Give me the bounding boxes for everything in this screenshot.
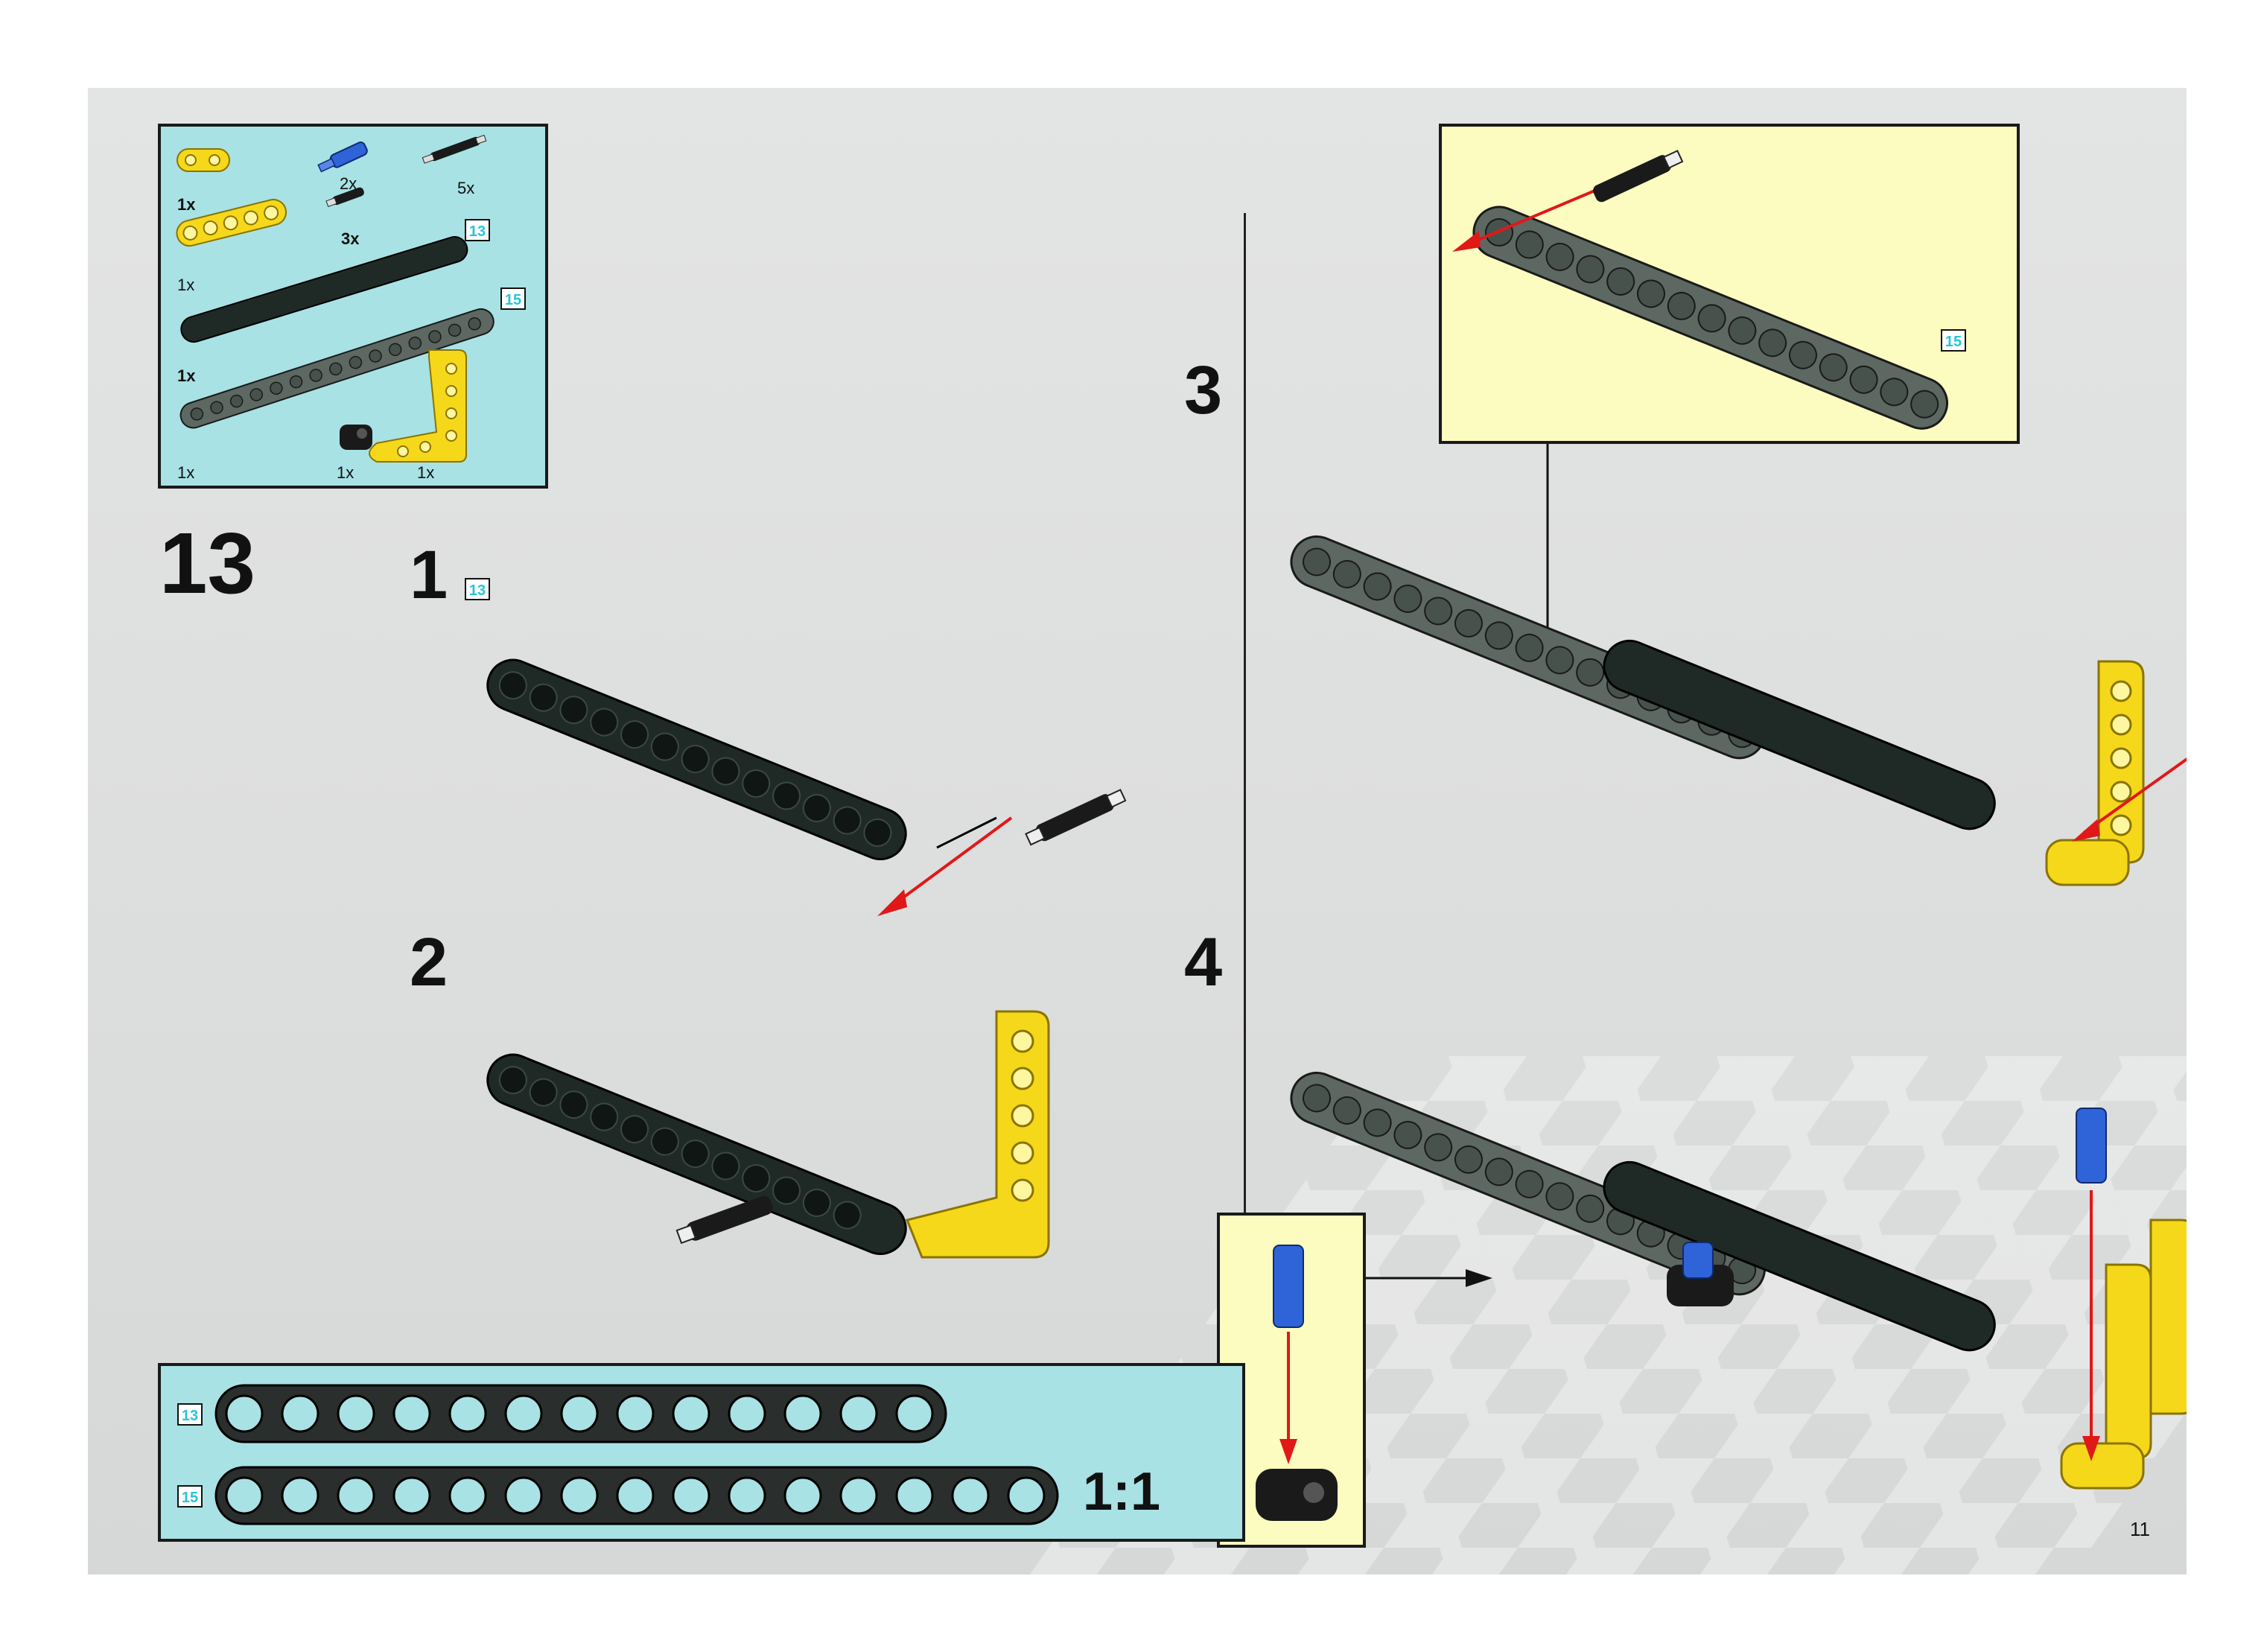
qty-yellow-beam-5: 1x — [177, 276, 194, 295]
instruction-page: 1x 2x 5x 3x 1x 1x 1x 1x 1x 13 15 13 1 13… — [88, 88, 2187, 1575]
yellow-connector-part — [177, 149, 229, 171]
qty-blue-axle-pin: 2x — [340, 174, 357, 194]
substep-1-illustration — [460, 594, 1205, 982]
substep-1-label: 1 — [410, 541, 448, 609]
qty-black-pin: 3x — [341, 229, 359, 249]
parts-list-panel: 1x 2x 5x 3x 1x 1x 1x 1x 1x 13 15 — [158, 124, 548, 489]
qty-black-cross-block: 1x — [337, 463, 354, 483]
blue-axle-pin-step-4 — [2076, 1108, 2106, 1183]
substep-4-callout-pointer — [1366, 1263, 1500, 1293]
blue-pin-on-block — [1683, 1242, 1713, 1278]
qty-black-long-pin: 5x — [457, 179, 474, 198]
black-long-pin-part — [422, 134, 487, 165]
callout-length-badge-15: 15 — [1941, 329, 1966, 352]
blue-axle-pin-part — [317, 141, 369, 174]
pin-in-step-1 — [1025, 787, 1127, 848]
substep-3-illustration — [1250, 475, 2187, 937]
substep-3-label: 3 — [1184, 356, 1222, 425]
qty-yellow-l-beam: 1x — [417, 463, 434, 483]
black-cross-block-part — [340, 425, 372, 450]
step-number: 13 — [159, 520, 255, 606]
substep-3-callout-illustration — [1442, 127, 2023, 447]
qty-yellow-connector: 1x — [177, 195, 195, 215]
substep-2-illustration — [460, 989, 1205, 1376]
qty-black-beam-13: 1x — [177, 366, 195, 386]
beam-ruler-panel: 13 15 1:1 — [158, 1363, 1245, 1542]
ruler-scale-label: 1:1 — [1083, 1461, 1160, 1522]
qty-gray-beam-15: 1x — [177, 463, 194, 483]
substep-2-label: 2 — [410, 928, 448, 997]
length-badge-13: 13 — [465, 219, 490, 241]
substep-3-callout: 15 — [1439, 124, 2020, 444]
page-number: 11 — [2130, 1518, 2150, 1541]
yellow-connector-step-3 — [2047, 840, 2128, 885]
length-badge-15: 15 — [500, 287, 526, 310]
